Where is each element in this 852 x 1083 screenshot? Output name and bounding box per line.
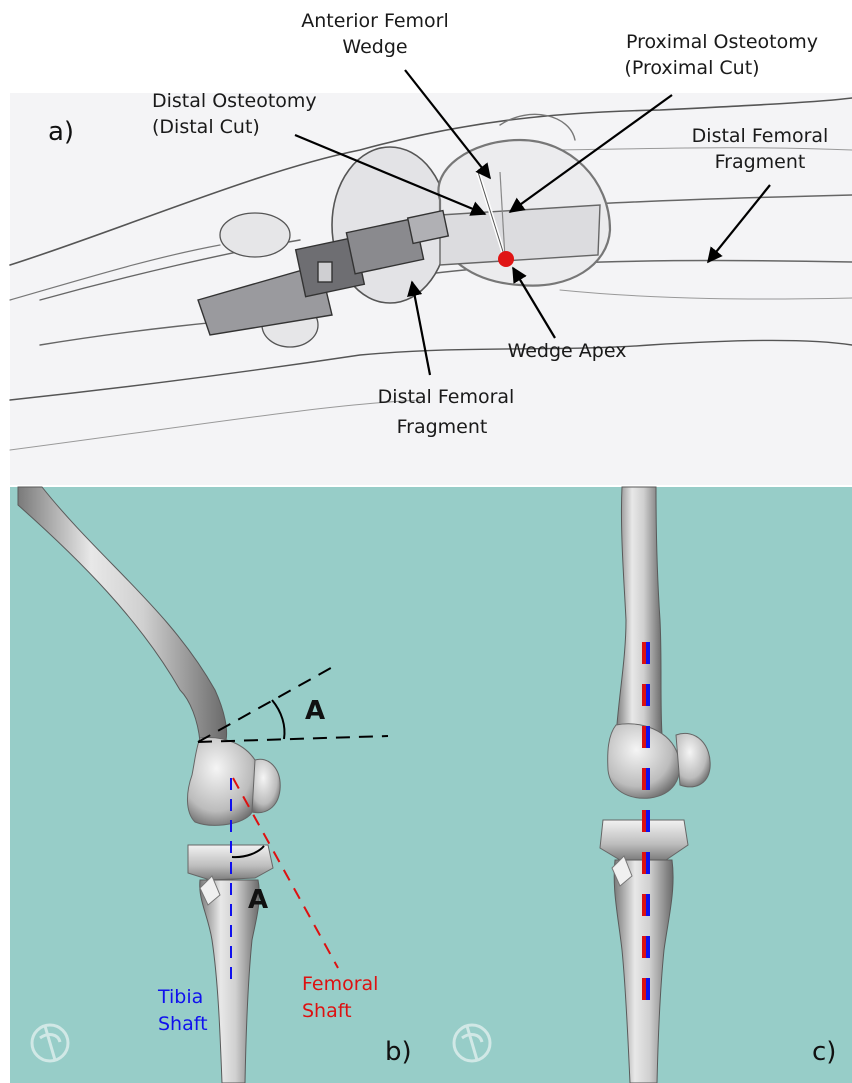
- svg-text:Fragment: Fragment: [715, 151, 806, 173]
- svg-text:Distal Femoral: Distal Femoral: [692, 125, 829, 147]
- label-anterior-wedge: Anterior Femorl Wedge: [301, 10, 449, 58]
- panel-a-letter: a): [48, 117, 74, 147]
- svg-text:Femoral: Femoral: [302, 973, 378, 995]
- svg-text:(Proximal Cut): (Proximal Cut): [624, 57, 759, 79]
- label-wedge-apex: Wedge Apex: [508, 340, 627, 362]
- wedge-apex-marker: [498, 251, 514, 267]
- svg-text:Distal Osteotomy: Distal Osteotomy: [152, 90, 317, 112]
- svg-text:Proximal Osteotomy: Proximal Osteotomy: [626, 31, 818, 53]
- svg-text:Tibia: Tibia: [157, 986, 203, 1008]
- svg-text:Distal Femoral: Distal Femoral: [378, 386, 515, 408]
- svg-text:Fragment: Fragment: [397, 416, 488, 438]
- svg-text:Shaft: Shaft: [158, 1013, 208, 1035]
- svg-text:Anterior Femorl: Anterior Femorl: [301, 10, 449, 32]
- panels-bc-background: [10, 487, 852, 1083]
- label-proximal-osteotomy: Proximal Osteotomy (Proximal Cut): [624, 31, 818, 79]
- panel-b-letter: b): [385, 1037, 412, 1067]
- svg-text:(Distal Cut): (Distal Cut): [152, 116, 260, 138]
- svg-text:Wedge: Wedge: [342, 36, 407, 58]
- svg-text:Shaft: Shaft: [302, 1000, 352, 1022]
- svg-text:Wedge Apex: Wedge Apex: [508, 340, 627, 362]
- angle-label-bottom: A: [248, 885, 268, 915]
- angle-label-top: A: [305, 696, 325, 726]
- panel-a: a) Anterior Femorl Wedge Proximal Osteot…: [10, 10, 852, 485]
- panel-c-letter: c): [812, 1037, 836, 1067]
